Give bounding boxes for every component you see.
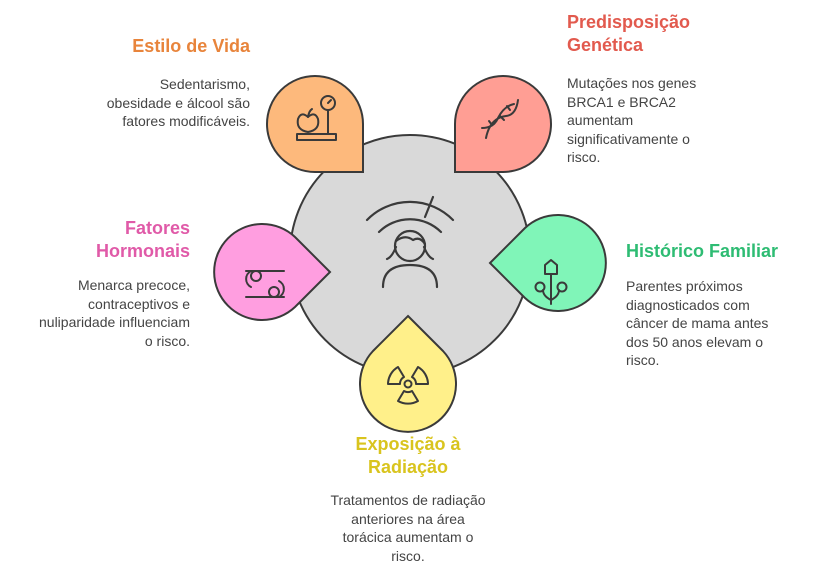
family-tree-icon [534,259,568,305]
hormone-cycle-icon [245,270,285,298]
radiation-title-line: Exposição à [355,434,461,454]
lifestyle-desc-line: Sedentarismo, [159,76,250,92]
genetic-teardrop [454,75,552,173]
radiation-title-line: Radiação [367,457,449,477]
hormonal-desc-line: o risco. [144,332,190,349]
hormonal-desc-line: Menarca precoce, [77,277,190,293]
lifestyle-title-line: Estilo de Vida [132,36,250,56]
genetic-desc-line: aumentam [567,112,634,128]
family-desc-line: dos 50 anos elevam o [626,333,763,350]
family-desc-line: diagnosticados com [626,296,750,313]
hormonal-title-line: Fatores [124,218,190,238]
genetic-description: Mutações nos genes BRCA1 e BRCA2 aumenta… [567,74,696,167]
hormonal-desc-line: nuliparidade influenciam [39,314,190,330]
radiation-desc-line: torácica aumentam o [342,529,474,545]
radiation-teardrop [359,314,457,433]
lifestyle-description: Sedentarismo, obesidade e álcool são fat… [107,75,250,131]
hormonal-description: Menarca precoce, contraceptivos e nulipa… [39,276,190,350]
hormonal-title: Fatores Hormonais [96,217,190,263]
radiation-icon [387,366,429,405]
family-title: Histórico Familiar [626,240,778,263]
family-description: Parentes próximos diagnosticados com cân… [626,277,768,370]
woman-face-gauge-icon [365,195,455,289]
hormonal-desc-line: contraceptivos e [88,295,190,312]
family-desc-line: Parentes próximos [626,278,743,294]
apple-scale-icon [296,95,337,141]
family-desc-line: câncer de mama antes [626,315,769,331]
genetic-title: Predisposição Genética [567,11,690,57]
radiation-title: Exposição à Radiação [308,433,508,479]
lifestyle-teardrop [266,75,364,173]
radiation-desc-line: Tratamentos de radiação [330,492,486,508]
lifestyle-title: Estilo de Vida [132,35,250,58]
genetic-title-line: Predisposição [567,12,691,32]
radiation-desc-line: risco. [391,547,425,564]
genetic-desc-line: risco. [567,149,601,165]
family-title-line: Histórico Familiar [626,241,779,261]
genetic-desc-line: Mutações nos genes [567,75,697,91]
genetic-title-line: Genética [567,35,644,55]
genetic-desc-line: significativamente o [567,130,690,147]
dna-icon [481,99,519,139]
family-desc-line: risco. [626,352,660,368]
lifestyle-desc-line: obesidade e álcool são [106,94,250,111]
hormonal-title-line: Hormonais [95,241,190,261]
radiation-desc-line: anteriores na área [351,510,465,527]
lifestyle-desc-line: fatores modificáveis. [122,113,250,129]
radiation-description: Tratamentos de radiação anteriores na ár… [278,491,538,565]
genetic-desc-line: BRCA1 e BRCA2 [567,93,676,110]
